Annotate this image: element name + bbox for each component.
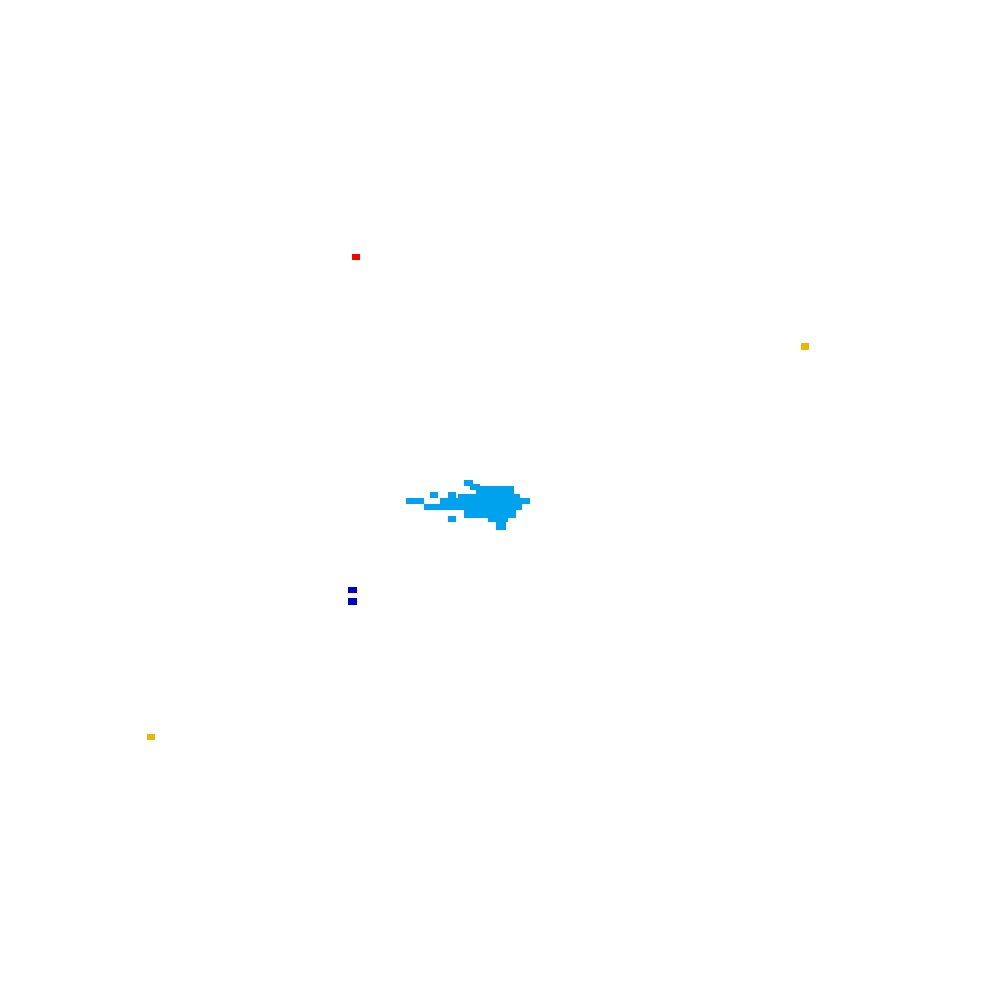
enemy-pixel bbox=[348, 598, 357, 605]
ship-pixel bbox=[424, 504, 522, 510]
red-target-icon bbox=[352, 254, 360, 260]
ship-pixel bbox=[406, 498, 424, 504]
ship-pixel bbox=[496, 522, 506, 530]
ship-pixel bbox=[448, 516, 456, 522]
ship-pixel bbox=[488, 516, 508, 522]
ship-pixel bbox=[476, 486, 514, 494]
ship-pixel bbox=[464, 510, 516, 518]
yellow-pickup-icon bbox=[147, 734, 155, 740]
ship-pixel bbox=[448, 492, 456, 500]
ship-pixel bbox=[470, 484, 480, 490]
ship-pixel bbox=[430, 492, 438, 498]
enemy-pixel bbox=[348, 587, 357, 593]
ship-pixel bbox=[464, 480, 473, 486]
ship-pixel bbox=[440, 498, 530, 504]
yellow-pickup-icon bbox=[801, 343, 809, 350]
